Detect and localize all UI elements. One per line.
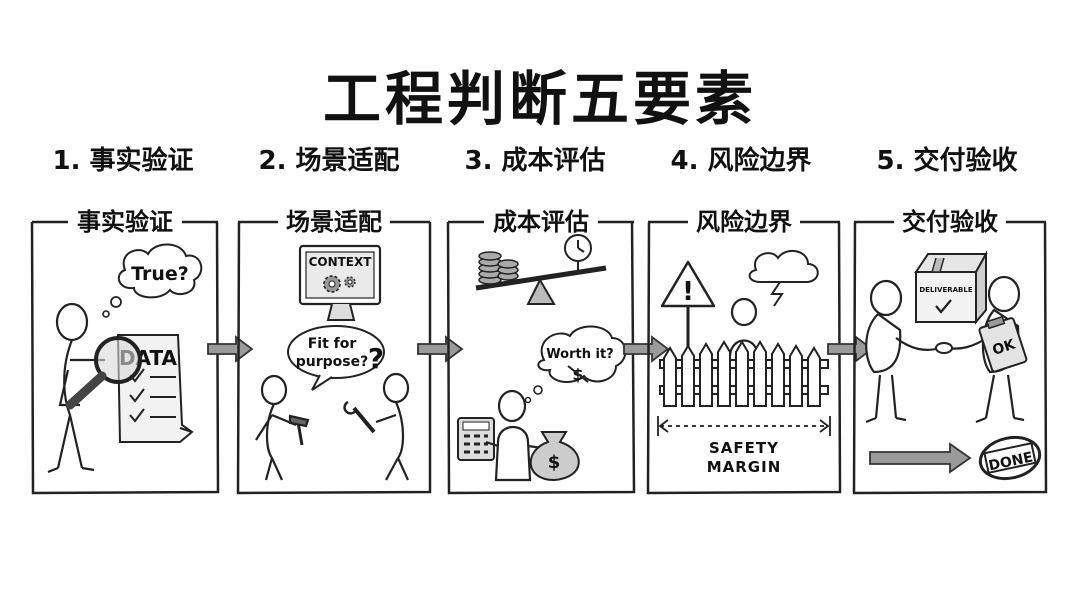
flow-arrow-1-icon [206, 335, 256, 367]
bubble-true-text: True? [131, 263, 189, 285]
monitor-icon [298, 244, 382, 321]
safety-margin-arrow-icon [657, 416, 831, 436]
deliverable-box-icon [914, 250, 988, 325]
fence-icon [659, 340, 829, 407]
panel-title-2: 场景适配 [286, 208, 382, 236]
panel-4-frame: ! SAFETY [646, 220, 842, 495]
context-label: CONTEXT [309, 255, 373, 269]
panel-5-frame: DELIVERABLE OK [852, 220, 1048, 495]
panel-title-5: 交付验收 [902, 208, 998, 236]
fit-for-text: Fit for [308, 336, 357, 352]
purpose-text: purpose? [296, 354, 368, 370]
hammer-figure-icon [255, 374, 310, 481]
gear-icon [323, 275, 356, 293]
margin-text: MARGIN [707, 458, 782, 476]
client-figure-icon [865, 279, 941, 424]
handshake-icon [935, 342, 953, 354]
balance-scale-icon [475, 265, 607, 305]
panel-2-frame: CONTEXT Fit for purpose? ? [236, 220, 432, 495]
storm-cloud-icon [748, 249, 819, 307]
evaluator-figure-icon [485, 389, 543, 482]
delivery-arrow-icon [869, 442, 972, 474]
warning-mark-text: ! [682, 277, 694, 307]
no-money-icon: $ [567, 365, 589, 384]
flow-arrow-2-icon [416, 335, 466, 367]
step-header-1: 1. 事实验证 [52, 146, 194, 176]
thought-bubble-icon [102, 243, 203, 318]
panel-title-4: 风险边界 [696, 208, 792, 236]
panel-delivery-acceptance: DELIVERABLE OK [852, 210, 1048, 495]
question-mark-icon: ? [368, 342, 384, 375]
magnifier-icon [65, 336, 142, 410]
money-bag-icon [529, 431, 580, 482]
worth-it-bubble-icon [524, 325, 627, 404]
clock-icon [564, 234, 592, 270]
step-headers: 1. 事实验证 2. 场景适配 3. 成本评估 4. 风险边界 5. 交付验收 [0, 140, 1080, 180]
step-header-3: 3. 成本评估 [464, 146, 606, 176]
wrench-figure-icon [343, 372, 410, 481]
worth-it-text: Worth it? [546, 347, 613, 362]
panel-fact-check: True? DATA [30, 210, 220, 495]
coin-stack-icon [478, 251, 519, 285]
inspector-figure-icon [47, 302, 105, 474]
panel-risk-boundary: ! SAFETY [646, 210, 842, 495]
page-title: 工程判断五要素 [322, 65, 757, 133]
panel-title-1: 事实验证 [77, 208, 173, 236]
speech-bubble-icon [287, 325, 385, 391]
step-header-2: 2. 场景适配 [258, 146, 400, 176]
done-stamp-icon [978, 435, 1042, 481]
panel-3-frame: Worth it? $ $ [446, 220, 636, 495]
panel-1-frame: True? DATA [30, 220, 220, 495]
step-header-4: 4. 风险边界 [670, 146, 812, 176]
clipboard-icon: OK [978, 315, 1028, 373]
panel-scenario-fit: CONTEXT Fit for purpose? ? [236, 210, 432, 495]
panel-cost-evaluation: Worth it? $ $ [446, 210, 636, 495]
ok-label: OK [991, 336, 1019, 359]
flow-arrow-4-icon [826, 335, 876, 367]
calculator-icon [457, 417, 495, 461]
bag-dollar-text: $ [548, 452, 561, 473]
deliverable-label: DELIVERABLE [919, 286, 972, 294]
step-header-5: 5. 交付验收 [876, 146, 1018, 176]
flow-arrow-3-icon [622, 335, 672, 367]
safety-text: SAFETY [709, 439, 779, 457]
panel-title-3: 成本评估 [493, 208, 589, 236]
